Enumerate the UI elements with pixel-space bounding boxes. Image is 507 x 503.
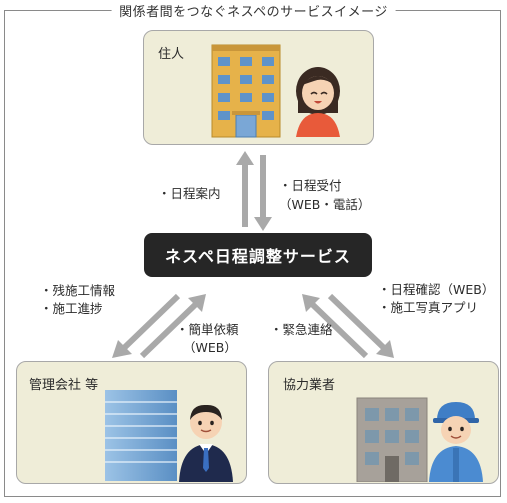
note-schedule-guide: ・日程案内 — [158, 186, 221, 201]
note-urgent-contact: ・緊急連絡 — [270, 322, 333, 337]
building-icon — [356, 397, 428, 482]
note-schedule-confirm: ・日程確認（WEB） — [378, 282, 495, 297]
worker-icon — [429, 402, 483, 482]
apartment-building-icon — [211, 44, 281, 138]
note-photo-app: ・施工写真アプリ — [378, 300, 479, 315]
diagram-title: 関係者間をつなぐネスペのサービスイメージ — [111, 1, 396, 20]
service-box: ネスペ日程調整サービス — [144, 233, 372, 277]
woman-icon — [296, 67, 340, 137]
note-remaining-work: ・残施工情報 — [40, 283, 116, 298]
note-schedule-accept: ・日程受付 — [279, 178, 342, 193]
resident-box: 住人 — [143, 30, 374, 145]
note-simple-request: ・簡単依頼 — [176, 322, 239, 337]
partner-service-arrows — [302, 293, 394, 359]
partner-box: 協力業者 — [268, 361, 499, 484]
management-label: 管理会社 等 — [29, 378, 99, 393]
note-schedule-accept-channel: （WEB・電話） — [279, 197, 371, 212]
resident-service-arrows — [236, 151, 272, 231]
management-service-arrows — [112, 293, 206, 359]
management-box: 管理会社 等 — [16, 361, 247, 484]
partner-label: 協力業者 — [283, 378, 336, 393]
note-progress: ・施工進捗 — [40, 301, 103, 316]
businessman-icon — [179, 404, 233, 482]
resident-label: 住人 — [158, 47, 185, 62]
office-tower-icon — [105, 390, 177, 481]
note-simple-request-channel: （WEB） — [183, 340, 237, 355]
